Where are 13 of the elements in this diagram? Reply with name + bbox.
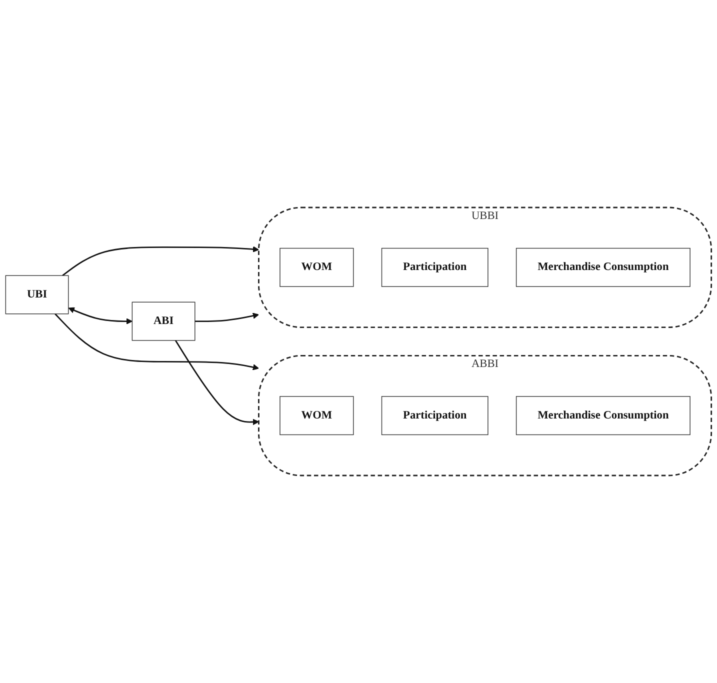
arrow — [194, 312, 259, 322]
node-box: WOM — [280, 396, 354, 436]
arrow — [174, 340, 259, 426]
arrow — [68, 307, 132, 324]
node-box: WOM — [280, 248, 354, 287]
node-box: ABI — [132, 302, 196, 341]
node-box: Participation — [381, 248, 488, 287]
arrow — [54, 313, 259, 370]
node-box: UBI — [5, 275, 69, 314]
node-box: Participation — [381, 396, 488, 436]
node-box: Merchandise Consumption — [516, 396, 690, 436]
node-box: Merchandise Consumption — [516, 248, 690, 287]
arrow — [62, 246, 259, 276]
